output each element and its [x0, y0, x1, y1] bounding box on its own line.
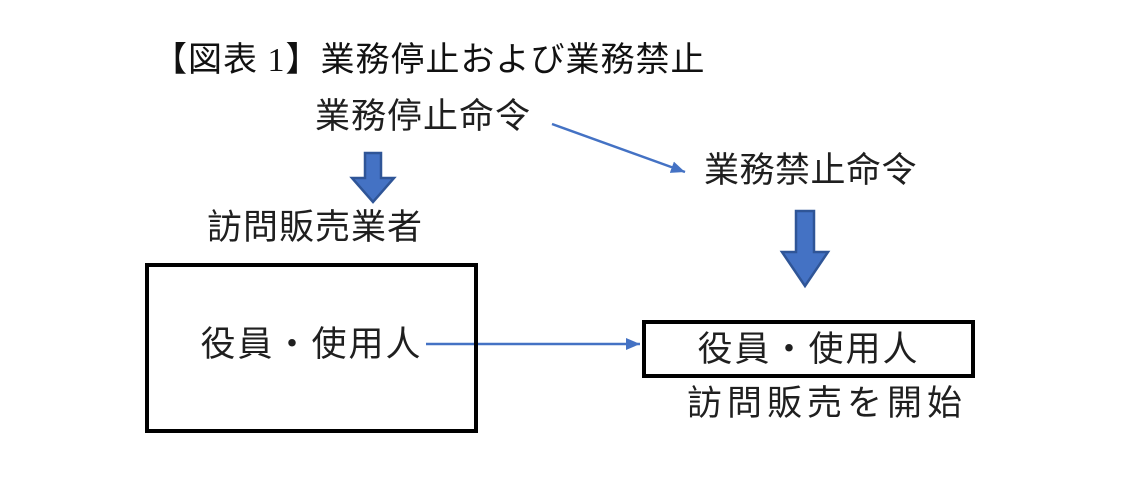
- box-seller-officers: 役員・使用人: [145, 263, 478, 433]
- label-start-door-to-door-sales: 訪問販売を開始: [687, 384, 968, 423]
- label-business-suspension-order: 業務停止命令: [315, 97, 532, 136]
- diagonal-arrow-icon: [551, 122, 686, 174]
- box-officers-after-order: 役員・使用人: [642, 320, 975, 378]
- label-door-to-door-seller: 訪問販売業者: [207, 208, 424, 247]
- label-officers-employees-right: 役員・使用人: [697, 329, 920, 369]
- down-block-arrow-right-icon: [779, 209, 831, 289]
- label-officers-employees-left: 役員・使用人: [200, 324, 423, 364]
- down-block-arrow-left-icon: [349, 151, 397, 204]
- label-business-prohibition-order: 業務禁止命令: [704, 151, 918, 190]
- figure-title: 【図表 1】業務停止および業務禁止: [153, 42, 706, 79]
